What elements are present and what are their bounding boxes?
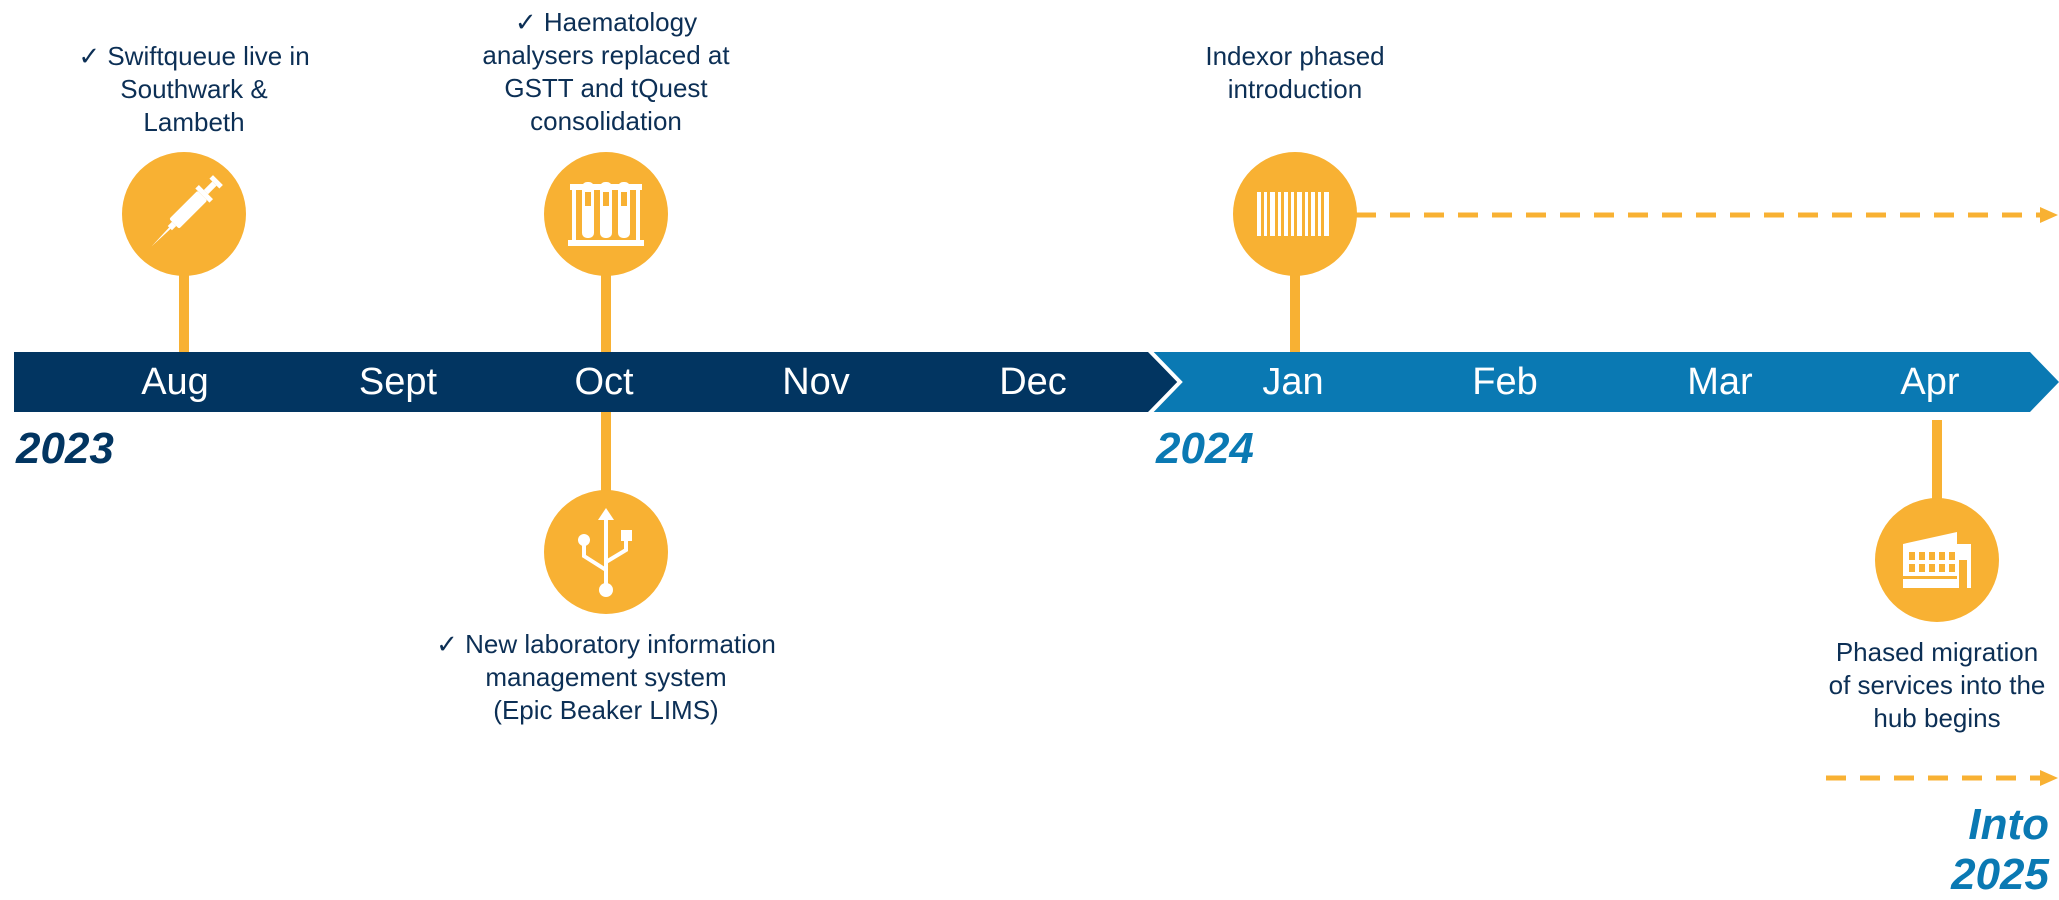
year-separator-chevron bbox=[1146, 347, 1183, 417]
month-mar: Mar bbox=[1687, 361, 1753, 403]
lims-line2: management system bbox=[485, 662, 727, 692]
month-sept: Sept bbox=[358, 361, 438, 403]
indexor-line2: introduction bbox=[1227, 74, 1363, 104]
month-apr: Apr bbox=[1900, 361, 1960, 403]
indexor-arrowhead bbox=[2040, 207, 2058, 223]
connector-oct-top bbox=[601, 272, 611, 352]
month-jan: Jan bbox=[1262, 361, 1324, 403]
swiftqueue-line1: ✓ Swiftqueue live in bbox=[78, 41, 310, 71]
hub-line2: of services into the bbox=[1828, 670, 2046, 700]
hub-arrowhead bbox=[2040, 770, 2058, 786]
swiftqueue-line3: Lambeth bbox=[143, 107, 245, 137]
haematology-line3: GSTT and tQuest bbox=[504, 73, 708, 103]
lims-line1: ✓ New laboratory information bbox=[436, 629, 776, 659]
factory-icon bbox=[1903, 532, 1971, 588]
year-label-2023: 2023 bbox=[16, 424, 114, 473]
syringe-icon bbox=[151, 175, 223, 247]
connector-aug bbox=[179, 272, 189, 352]
hub-milestone bbox=[1875, 498, 1999, 622]
hub-line1: Phased migration bbox=[1835, 637, 2039, 667]
swiftqueue-caption: ✓ Swiftqueue live in Southwark & Lambeth bbox=[44, 40, 344, 139]
month-feb: Feb bbox=[1472, 361, 1538, 403]
hub-caption: Phased migration of services into the hu… bbox=[1787, 636, 2059, 735]
lims-milestone bbox=[544, 490, 668, 614]
month-dec: Dec bbox=[999, 361, 1067, 403]
haematology-line2: analysers replaced at bbox=[482, 40, 730, 70]
barcode-icon bbox=[1257, 192, 1329, 236]
lims-caption: ✓ New laboratory information management … bbox=[406, 628, 806, 727]
indexor-milestone bbox=[1233, 152, 1357, 276]
haematology-line1: ✓ Haematology bbox=[514, 7, 698, 37]
month-aug: Aug bbox=[141, 361, 209, 403]
haematology-caption: ✓ Haematology analysers replaced at GSTT… bbox=[456, 6, 756, 138]
lims-line3: (Epic Beaker LIMS) bbox=[493, 695, 719, 725]
connector-jan bbox=[1290, 272, 1300, 352]
swiftqueue-line2: Southwark & bbox=[120, 74, 268, 104]
month-nov: Nov bbox=[782, 361, 850, 403]
haematology-milestone bbox=[544, 152, 668, 276]
timeline-bar-2023 bbox=[14, 352, 1178, 412]
indexor-caption: Indexor phased introduction bbox=[1145, 40, 1445, 106]
swiftqueue-milestone bbox=[122, 152, 246, 276]
test-tubes-icon bbox=[568, 182, 644, 246]
haematology-line4: consolidation bbox=[530, 106, 682, 136]
connector-apr bbox=[1932, 420, 1942, 500]
month-oct: Oct bbox=[574, 361, 634, 403]
year-2025-label: 2025 bbox=[1951, 850, 2049, 899]
hub-line3: hub begins bbox=[1873, 703, 2001, 733]
timeline-bar-2024 bbox=[1148, 352, 2059, 412]
indexor-line1: Indexor phased bbox=[1205, 41, 1385, 71]
year-label-2024: 2024 bbox=[1156, 424, 1254, 473]
into-label: Into bbox=[1968, 800, 2049, 849]
usb-icon bbox=[578, 508, 632, 597]
year-label-into-2025: Into 2025 bbox=[1951, 800, 2049, 900]
connector-oct-bottom bbox=[601, 412, 611, 492]
